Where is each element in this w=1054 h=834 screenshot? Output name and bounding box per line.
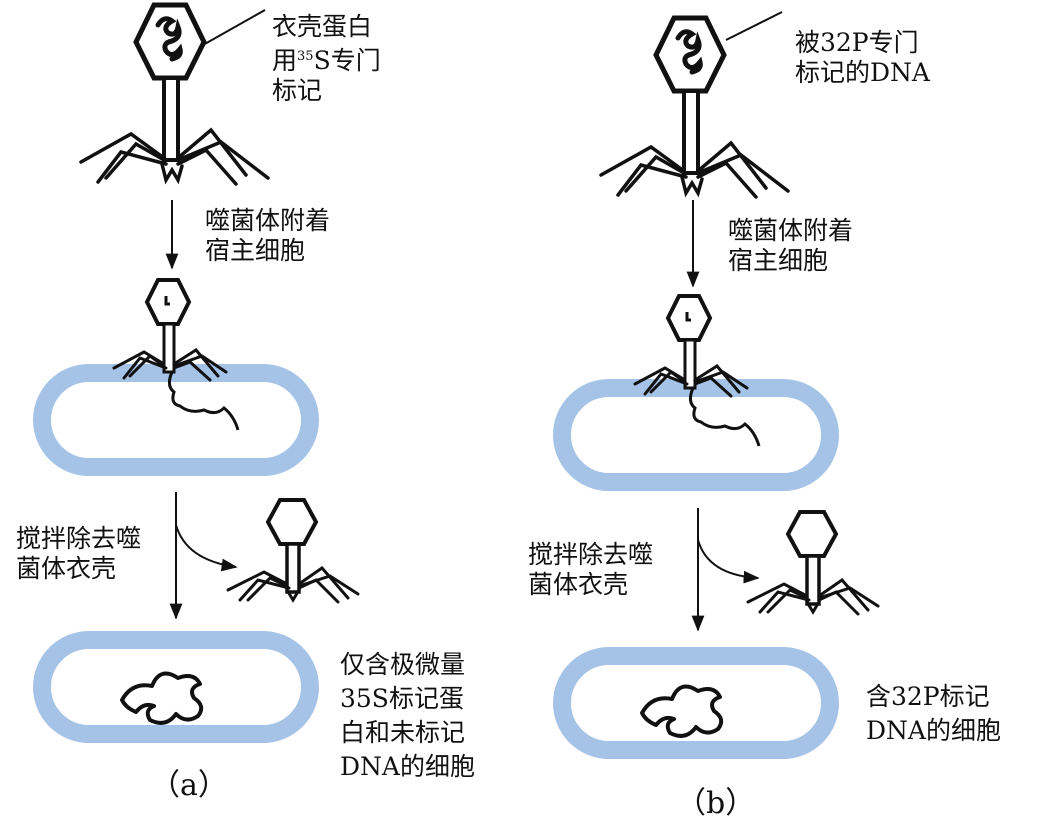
result-label-b-line2: DNA的细胞 — [866, 716, 1001, 745]
result-label-a-line1: 仅含极微量 — [340, 650, 466, 679]
phage-label-b-line1: 被32P专门 — [795, 28, 919, 57]
phage-coat-b — [746, 510, 880, 616]
caption-b: （b） — [676, 786, 756, 821]
labeled-phage-a — [81, 5, 268, 184]
result-label-a-line3: 白和未标记 — [340, 718, 466, 747]
result-label-b: 含32P标记 DNA的细胞 — [866, 680, 1001, 748]
arrow-coat-b — [697, 539, 760, 584]
result-label-a-line2: 35S标记蛋 — [340, 684, 464, 713]
attach-label-b: 噬菌体附着 宿主细胞 — [728, 216, 853, 276]
attach-label-a-line1: 噬菌体附着 — [205, 206, 331, 235]
result-label-b-line1: 含32P标记 — [866, 682, 990, 711]
phage-label-b-line2: 标记的DNA — [795, 58, 930, 87]
stir-label-a-line2: 菌体衣壳 — [16, 554, 117, 583]
phage-label-a-line1: 衣壳蛋白 — [272, 12, 373, 41]
phage-label-a-line2-pre: 用 — [272, 46, 298, 75]
attach-label-b-line2: 宿主细胞 — [728, 246, 829, 275]
stir-label-b: 搅拌除去噬 菌体衣壳 — [528, 540, 653, 600]
attach-label-b-line1: 噬菌体附着 — [728, 216, 854, 245]
injected-dna-b — [688, 387, 761, 447]
attach-label-a-line2: 宿主细胞 — [205, 236, 306, 265]
host-cell-a1 — [33, 364, 319, 476]
host-cell-b2 — [553, 647, 839, 759]
host-cell-b1 — [553, 379, 839, 491]
host-cell-a2 — [33, 631, 319, 743]
phage-coat-a — [226, 498, 360, 604]
attach-label-a: 噬菌体附着 宿主细胞 — [205, 206, 330, 266]
panel-b-graphics — [553, 11, 880, 759]
caption-a: （a） — [150, 768, 228, 803]
stir-label-b-line1: 搅拌除去噬 — [528, 540, 654, 569]
phage-label-a-line3: 标记 — [272, 76, 323, 105]
injected-dna-a — [167, 371, 240, 431]
phage-label-a-line2: 用35S专门 — [272, 42, 381, 76]
phage-label-a: 衣壳蛋白 用35S专门 标记 — [272, 12, 381, 106]
phage-label-a-line2-post: S专门 — [313, 46, 381, 75]
stir-label-a-line1: 搅拌除去噬 — [16, 524, 142, 553]
result-label-a-line4: DNA的细胞 — [340, 752, 475, 781]
label-leader-b — [725, 11, 783, 41]
phage-label-a-sup: 35 — [297, 49, 314, 64]
stir-label-a: 搅拌除去噬 菌体衣壳 — [16, 524, 141, 584]
stir-label-b-line2: 菌体衣壳 — [528, 570, 629, 599]
labeled-phage-b — [601, 18, 788, 197]
result-label-a: 仅含极微量 35S标记蛋 白和未标记 DNA的细胞 — [340, 648, 475, 784]
label-leader-a — [202, 9, 266, 46]
phage-label-b: 被32P专门 标记的DNA — [795, 28, 930, 88]
arrow-coat-a — [175, 524, 238, 572]
panel-a-graphics — [33, 5, 360, 743]
